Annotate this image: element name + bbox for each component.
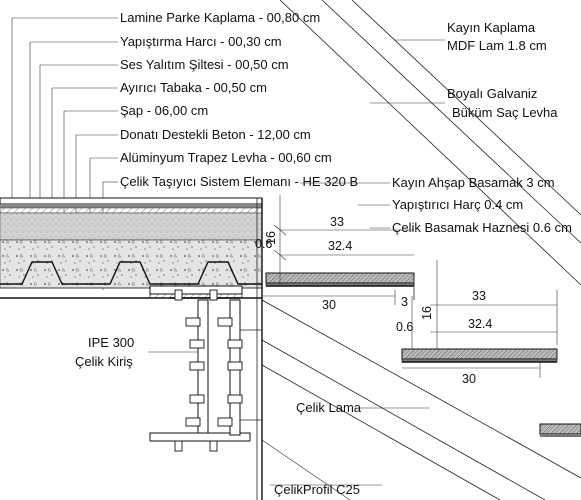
layer-label-trapez: Alüminyum Trapez Levha - 00,60 cm	[120, 150, 332, 165]
step-1	[265, 272, 415, 300]
right-labels: Kayın Kaplama MDF Lam 1.8 cm Boyalı Galv…	[370, 20, 558, 120]
layer-label-ayirici: Ayırıcı Tabaka - 00,50 cm	[120, 80, 267, 95]
dim-30-a: 30	[322, 298, 336, 312]
dim-06-a: 0.6	[255, 237, 272, 251]
parke-layer	[0, 197, 263, 205]
harc-layer	[0, 204, 262, 208]
beam-labels: IPE 300 Çelik Kiriş	[75, 335, 198, 369]
ipe300-beam	[149, 297, 262, 442]
kayin-label-1: Kayın Kaplama	[447, 20, 536, 35]
bolts	[174, 289, 243, 452]
dim-33-a: 33	[330, 215, 344, 229]
layer-label-sap: Şap - 06,00 cm	[120, 103, 208, 118]
layer-label-ses: Ses Yalıtım Şiltesi - 00,50 cm	[120, 57, 289, 72]
step-1-tread	[265, 272, 415, 284]
boyali-label-1: Boyalı Galvaniz	[447, 86, 537, 101]
profil-label: ÇelikProfil C25	[274, 482, 360, 497]
floor-slab	[0, 197, 263, 299]
dim-324-a: 32.4	[328, 239, 352, 253]
stair-stringer-lines	[261, 0, 581, 500]
dim-324-b: 32.4	[468, 317, 492, 331]
step-label-hazne: Çelik Basamak Haznesi 0.6 cm	[392, 220, 572, 235]
dim-3-b: 3	[401, 295, 408, 309]
step-labels: Kayın Ahşap Basamak 3 cm Yapıştırıcı Har…	[300, 175, 572, 235]
lower-labels: Çelik Lama ÇelikProfil C25	[270, 400, 430, 497]
he320b-flange	[149, 285, 243, 295]
ses-layer	[0, 207, 263, 214]
step-2	[401, 348, 558, 363]
step-2-tread	[401, 348, 558, 360]
dim-16-b: 16	[420, 306, 434, 320]
kayin-label-2: MDF Lam 1.8 cm	[447, 38, 547, 53]
step-label-basamak: Kayın Ahşap Basamak 3 cm	[392, 175, 555, 190]
layer-label-harc: Yapıştırma Harcı - 00,30 cm	[120, 34, 282, 49]
layer-labels: Lamine Parke Kaplama - 00,80 cm Yapıştır…	[120, 10, 358, 189]
slab-edge	[256, 198, 263, 500]
layer-label-parke: Lamine Parke Kaplama - 00,80 cm	[120, 10, 320, 25]
trapez-deck	[0, 261, 262, 285]
beam-label-2: Çelik Kiriş	[75, 354, 133, 369]
dim-16-a: 16	[264, 231, 278, 245]
dimensions-step-1: 33 32.4 16 0.6 30	[255, 195, 414, 312]
sap-layer	[0, 212, 263, 241]
step-3	[539, 423, 581, 437]
dimensions-step-2: 3 33 32.4 16 0.6 30	[396, 260, 558, 386]
dim-33-b: 33	[472, 289, 486, 303]
step-label-harc: Yapıştırıcı Harç 0.4 cm	[392, 197, 523, 212]
boyali-label-2: Büküm Saç Levha	[452, 105, 558, 120]
dim-06-b: 0.6	[396, 320, 413, 334]
layer-label-hea: Çelik Taşıyıcı Sistem Elemanı - HE 320 B	[120, 174, 358, 189]
layer-label-beton: Donatı Destekli Beton - 12,00 cm	[120, 127, 311, 142]
beton-layer	[0, 239, 263, 289]
dim-30-b: 30	[462, 372, 476, 386]
lama-label: Çelik Lama	[296, 400, 362, 415]
beam-label-1: IPE 300	[88, 335, 134, 350]
